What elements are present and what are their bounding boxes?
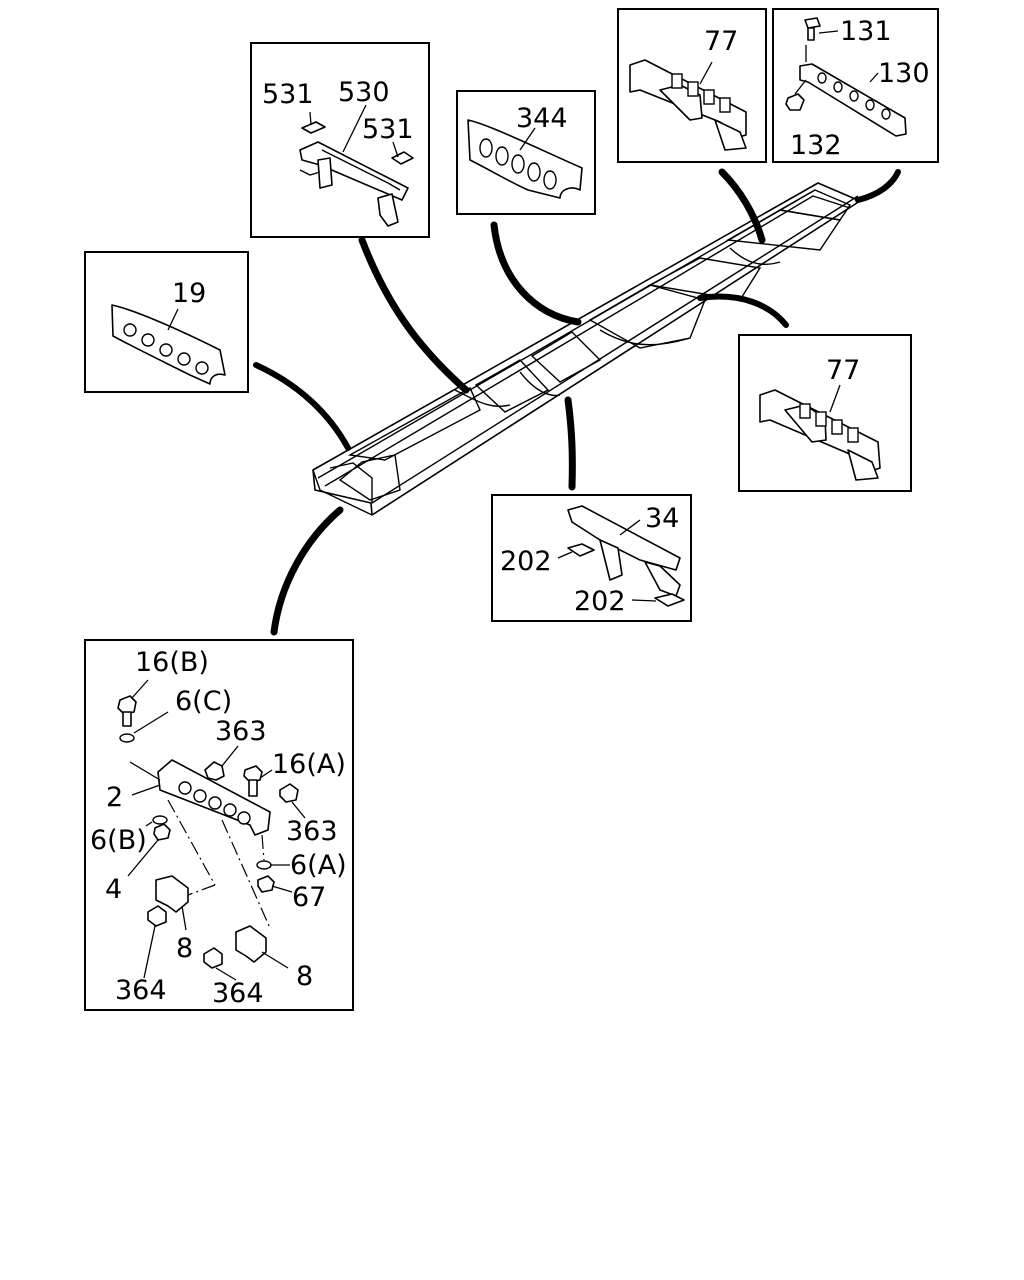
label-16a: 16(A): [272, 749, 346, 780]
label-2: 2: [106, 782, 123, 813]
label-363-upper: 363: [215, 716, 267, 747]
callout-box-34: [491, 494, 692, 622]
label-77-top: 77: [704, 26, 738, 57]
label-67: 67: [292, 882, 326, 913]
part-labels: 531 530 531 344 77 131 130 132 19 77 34 …: [90, 16, 930, 1009]
label-77-right: 77: [826, 355, 860, 386]
label-8-right: 8: [296, 961, 313, 992]
callout-box-344: [456, 90, 596, 215]
label-6b: 6(B): [90, 825, 147, 856]
chassis-frame: [312, 182, 861, 516]
label-34: 34: [645, 503, 679, 534]
label-4: 4: [105, 874, 122, 905]
label-202-lower: 202: [574, 586, 626, 617]
label-8-left: 8: [176, 933, 193, 964]
callout-box-130: [772, 8, 939, 163]
callout-box-77-top: [617, 8, 767, 163]
callout-box-77-right: [738, 334, 912, 492]
label-344: 344: [516, 103, 568, 134]
callout-leaders: [253, 168, 901, 636]
label-364-left: 364: [115, 975, 167, 1006]
callout-box-assembly: [84, 639, 354, 1011]
label-202-upper: 202: [500, 546, 552, 577]
callout-box-530: [250, 42, 430, 238]
label-364-right: 364: [212, 978, 264, 1009]
label-363-lower: 363: [286, 816, 338, 847]
label-6c: 6(C): [175, 686, 232, 717]
label-6a: 6(A): [290, 850, 347, 881]
callout-box-19: [84, 251, 249, 393]
label-531-left: 531: [262, 79, 314, 110]
label-132: 132: [790, 130, 842, 161]
label-131: 131: [840, 16, 892, 47]
label-530: 530: [338, 77, 390, 108]
label-531-right: 531: [362, 114, 414, 145]
label-16b: 16(B): [135, 647, 209, 678]
label-130: 130: [878, 58, 930, 89]
label-19: 19: [172, 278, 206, 309]
